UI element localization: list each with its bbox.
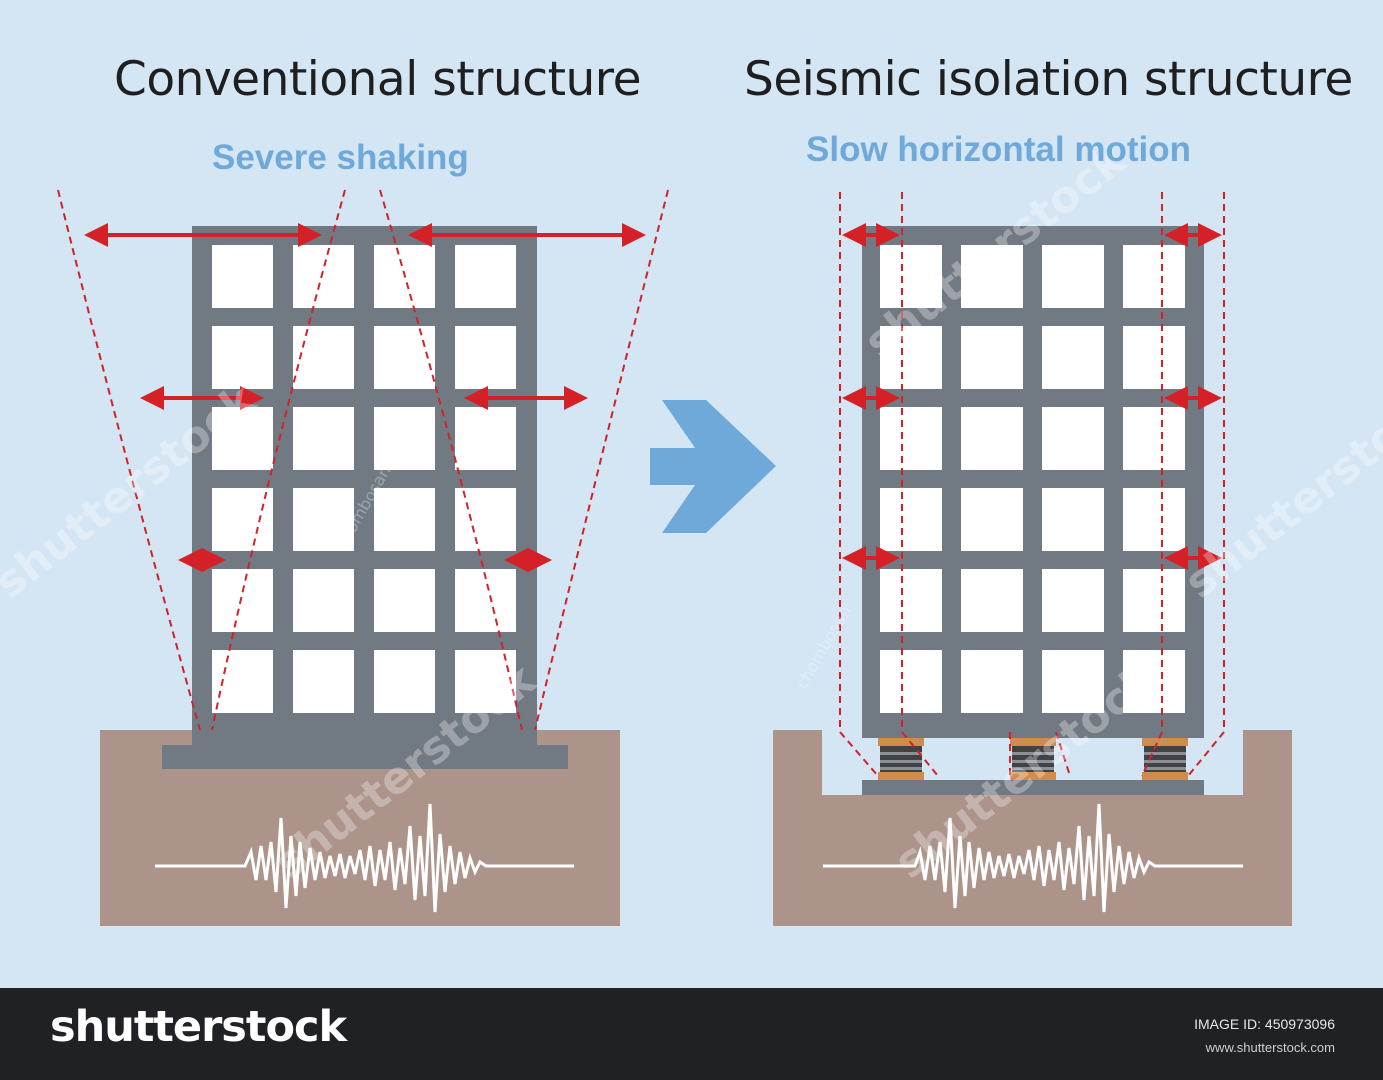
building-window	[293, 569, 354, 632]
building-window	[961, 650, 1023, 713]
building-window	[293, 326, 354, 389]
deformation-guide-lines	[57, 189, 669, 731]
building-window	[1123, 407, 1185, 470]
motion-arrows	[842, 223, 1222, 570]
building-window	[293, 245, 354, 308]
building-window	[1123, 488, 1185, 551]
building-window	[961, 488, 1023, 551]
building-window	[374, 326, 435, 389]
dashed-line	[534, 189, 669, 731]
left-title: Conventional structure	[114, 52, 642, 107]
building-window	[1042, 407, 1104, 470]
watermark-author: chombosan	[792, 602, 855, 692]
watermark-text: shutterstock	[1175, 373, 1383, 608]
building-window	[293, 488, 354, 551]
building-window	[374, 569, 435, 632]
dashed-line	[1141, 731, 1163, 777]
building-window	[212, 245, 273, 308]
building-window	[1123, 245, 1185, 308]
building-window	[961, 569, 1023, 632]
window-grid	[880, 245, 1185, 713]
building-window	[374, 488, 435, 551]
isolator-bearing	[1142, 738, 1188, 780]
footer-bar: shutterstock IMAGE ID: 450973096 www.shu…	[0, 988, 1383, 1080]
dashed-line	[211, 189, 346, 731]
building-window	[455, 488, 516, 551]
building-window	[1123, 326, 1185, 389]
transition-arrow-icon	[650, 400, 776, 533]
image-id-label: IMAGE ID: 450973096	[1194, 1016, 1335, 1032]
dashed-line	[1055, 731, 1071, 777]
isolation-structure-illustration	[773, 192, 1292, 926]
left-subtitle: Severe shaking	[212, 138, 469, 177]
isolator-bearing	[1010, 738, 1056, 780]
seismic-wave	[823, 803, 1243, 913]
building-window	[212, 569, 273, 632]
dashed-line	[379, 189, 523, 731]
building-window	[961, 245, 1023, 308]
motion-guide-lines	[839, 192, 1225, 777]
building-window	[293, 407, 354, 470]
dashed-line	[839, 731, 879, 777]
building-window	[880, 326, 942, 389]
building-window	[1123, 569, 1185, 632]
building-window	[880, 407, 942, 470]
building-window	[1042, 569, 1104, 632]
isolation-bearings	[878, 738, 1188, 780]
foundation-slab	[162, 745, 568, 769]
isolator-bearing	[878, 738, 924, 780]
building-window	[455, 569, 516, 632]
building-window	[1042, 488, 1104, 551]
building-window	[1042, 326, 1104, 389]
building-window	[212, 650, 273, 713]
building-window	[1042, 245, 1104, 308]
building-window	[374, 650, 435, 713]
base-slab	[862, 780, 1204, 795]
building-window	[212, 488, 273, 551]
right-title: Seismic isolation structure	[744, 52, 1353, 107]
building-window	[293, 650, 354, 713]
site-url-link[interactable]: www.shutterstock.com	[1205, 1040, 1335, 1055]
building-window	[880, 488, 942, 551]
building-window	[455, 326, 516, 389]
diagram-svg: shutterstock shutterstock shutterstock s…	[0, 133, 1383, 926]
seismic-wave	[155, 803, 574, 913]
building-window	[961, 326, 1023, 389]
shaking-arrows	[84, 223, 646, 572]
dashed-line	[901, 731, 939, 777]
building-window	[880, 569, 942, 632]
building-window	[374, 407, 435, 470]
footer-brand[interactable]: shutterstock	[50, 1002, 347, 1052]
ground-pit	[773, 730, 1292, 926]
building-window	[212, 407, 273, 470]
building-window	[455, 407, 516, 470]
dashed-line	[57, 189, 201, 731]
right-subtitle: Slow horizontal motion	[806, 130, 1191, 169]
building-window	[961, 407, 1023, 470]
building-window	[455, 245, 516, 308]
building-window	[1042, 650, 1104, 713]
window-grid	[212, 245, 516, 713]
building-window	[455, 650, 516, 713]
building-window	[880, 650, 942, 713]
dashed-line	[1187, 731, 1225, 777]
building-window	[212, 326, 273, 389]
building-window	[1123, 650, 1185, 713]
conventional-structure-illustration	[57, 189, 669, 926]
building-window	[880, 245, 942, 308]
